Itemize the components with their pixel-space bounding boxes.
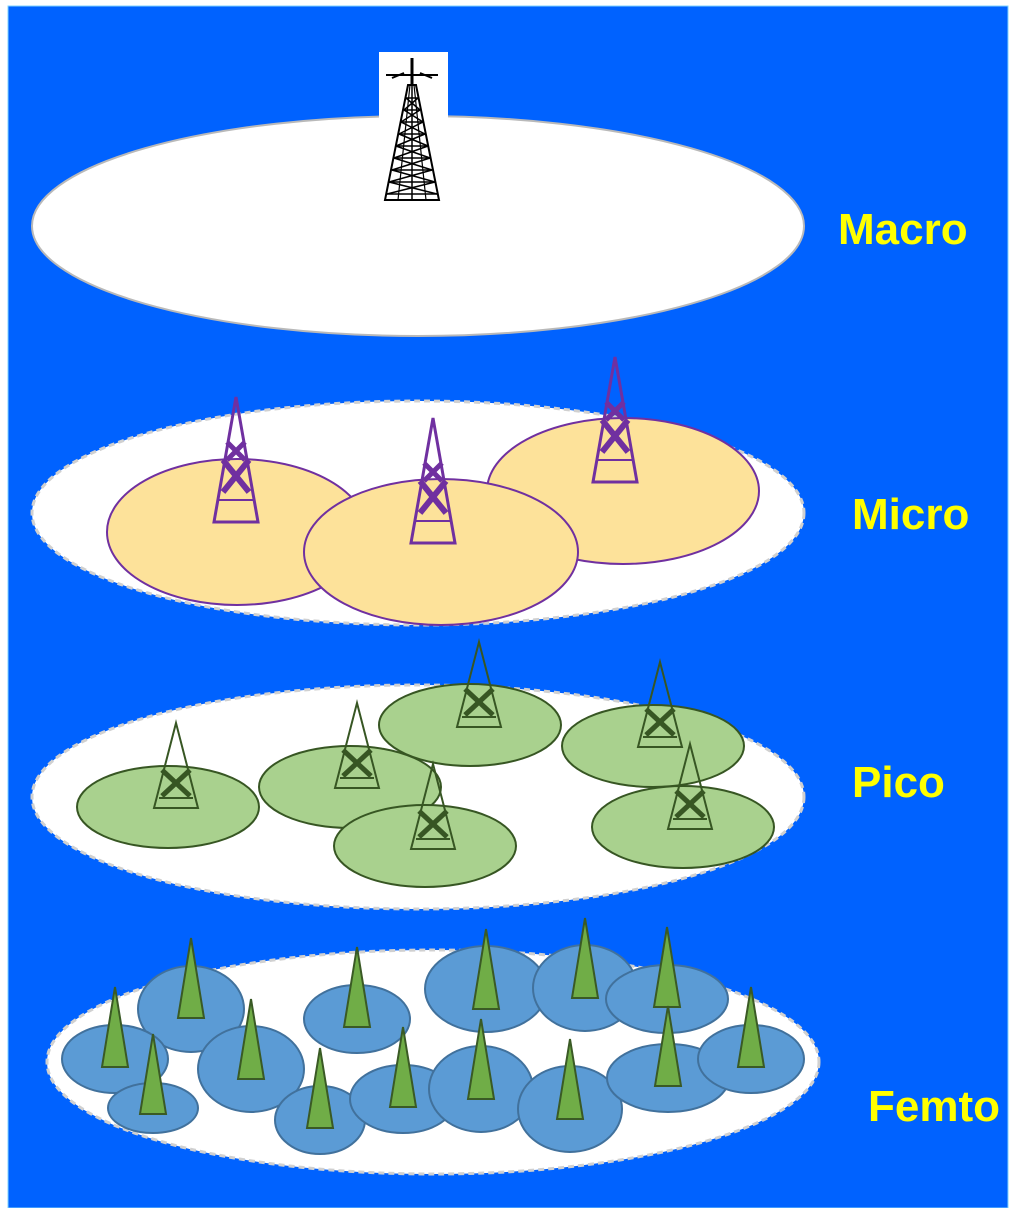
macro-label: Macro [838,205,968,254]
femto-label: Femto [868,1082,1000,1131]
macro-layer: Macro [31,52,968,337]
lattice-tower-icon [383,58,441,201]
pico-cell [333,804,517,888]
femto-layer: Femto [45,917,1000,1176]
micro-label: Micro [852,490,969,539]
pico-cell [378,683,562,767]
micro-cell [303,478,579,626]
pico-layer: Pico [30,642,945,911]
pico-label: Pico [852,758,945,807]
pico-cell [591,785,775,869]
micro-layer: Micro [30,357,969,627]
